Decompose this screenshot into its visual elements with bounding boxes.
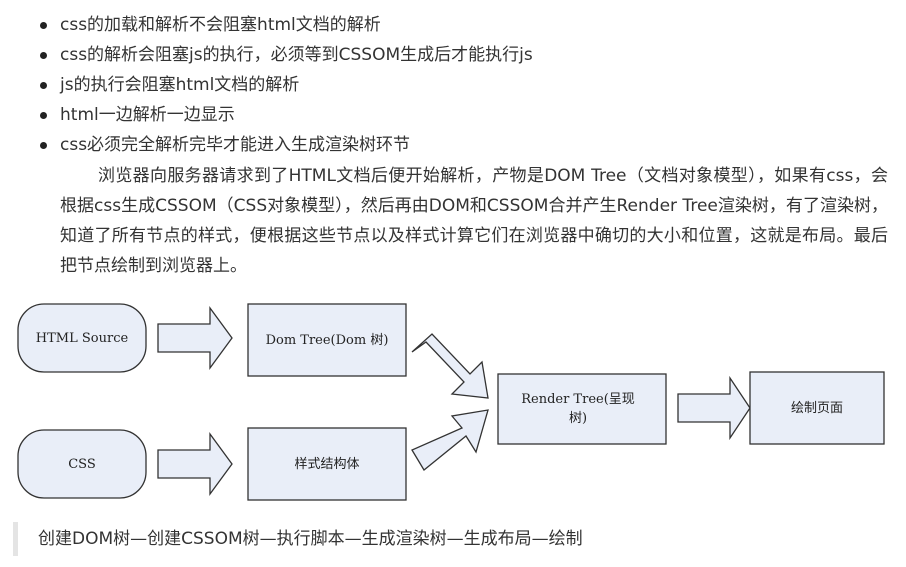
render-tree-node	[497, 373, 667, 445]
arrow-up-right-icon	[411, 409, 489, 471]
bullet-dot-icon	[40, 52, 47, 59]
paint-page-label: 绘制页面	[791, 401, 843, 416]
arrow-right-icon	[157, 432, 233, 496]
html-source-node	[17, 303, 147, 373]
render-steps-quote: 创建DOM树—创建CSSOM树—执行脚本—生成渲染树—生成布局—绘制	[13, 522, 583, 556]
list-item: css的加载和解析不会阻塞html文档的解析	[40, 10, 890, 40]
bullet-dot-icon	[40, 22, 47, 29]
bullet-dot-icon	[40, 82, 47, 89]
rendering-description: 浏览器向服务器请求到了HTML文档后便开始解析，产物是DOM Tree（文档对象…	[60, 166, 888, 276]
style-struct-node	[247, 427, 407, 501]
arrow-down-right-icon	[411, 333, 489, 399]
bullet-dot-icon	[40, 112, 47, 119]
list-item: html一边解析一边显示	[40, 100, 890, 130]
bullet-list: css的加载和解析不会阻塞html文档的解析 css的解析会阻塞js的执行，必须…	[40, 10, 890, 160]
render-tree-label-line1: Render Tree(呈现	[521, 392, 635, 407]
rendering-flow-diagram: HTML Source CSS Dom Tree(Dom 树) 样式结构体 Re…	[0, 292, 906, 507]
css-node	[17, 429, 147, 499]
bullet-dot-icon	[40, 142, 47, 149]
flow-diagram-svg: HTML Source CSS Dom Tree(Dom 树) 样式结构体 Re…	[17, 303, 885, 501]
list-item: css必须完全解析完毕才能进入生成渲染树环节	[40, 130, 890, 160]
render-steps-text: 创建DOM树—创建CSSOM树—执行脚本—生成渲染树—生成布局—绘制	[38, 529, 583, 549]
html-source-label: HTML Source	[36, 331, 129, 346]
style-struct-label: 样式结构体	[294, 457, 359, 472]
list-item: css的解析会阻塞js的执行，必须等到CSSOM生成后才能执行js	[40, 40, 890, 70]
dom-tree-node	[247, 303, 407, 377]
css-label: CSS	[68, 457, 96, 472]
list-item: js的执行会阻塞html文档的解析	[40, 70, 890, 100]
paint-page-node	[749, 371, 885, 445]
arrow-right-icon	[157, 306, 233, 370]
arrow-right-icon	[677, 375, 751, 441]
render-tree-label-line2: 树)	[569, 411, 587, 426]
dom-tree-label: Dom Tree(Dom 树)	[266, 333, 389, 348]
